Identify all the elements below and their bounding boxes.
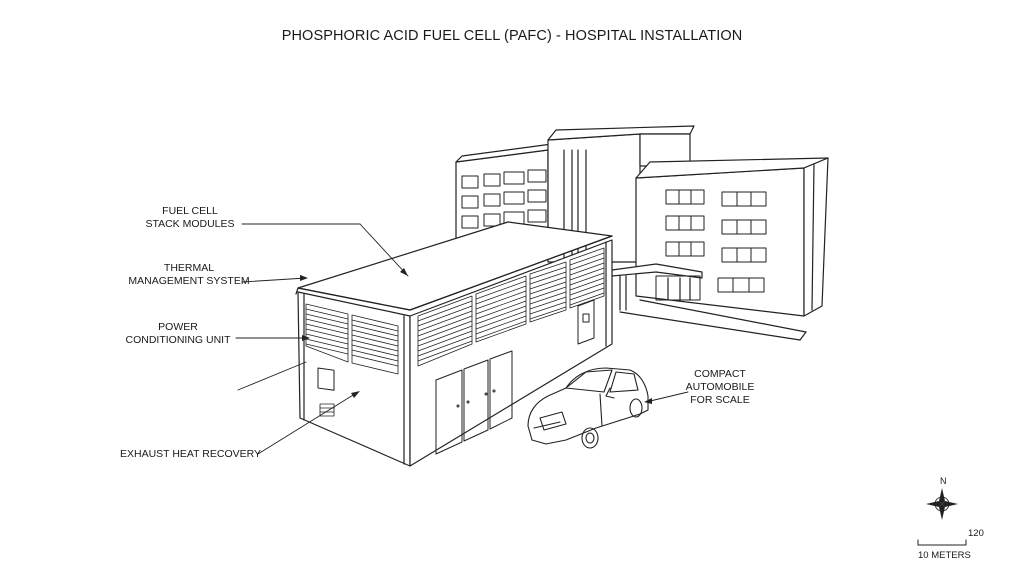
louvre-slat (569, 277, 605, 291)
louvre-slat (475, 280, 527, 300)
label-compact-automobile: COMPACT AUTOMOBILE FOR SCALE (680, 368, 760, 407)
louvre-slat (529, 286, 567, 300)
label-line: AUTOMOBILE (685, 381, 755, 393)
louvre-slat (417, 330, 473, 352)
louvre-slat (475, 290, 527, 310)
louvre-slat (475, 315, 527, 335)
label-line: COMPACT (694, 368, 746, 380)
label-line: CONDITIONING UNIT (125, 334, 231, 346)
scale-bar (917, 539, 967, 546)
label-line: MANAGEMENT SYSTEM (128, 275, 250, 287)
louvre-slat (569, 267, 605, 281)
louvre-slat (529, 266, 567, 280)
louvre-slat (529, 271, 567, 285)
scale-number: 120 (968, 528, 984, 539)
louvre-slat (569, 282, 605, 296)
label-line: STACK MODULES (145, 218, 235, 230)
label-fuel-cell-stack-modules: FUEL CELL STACK MODULES (140, 205, 240, 231)
louvre-slat (569, 272, 605, 286)
louvre-slat (529, 306, 567, 320)
compass-north-label: N (940, 476, 947, 486)
label-line: EXHAUST HEAT RECOVERY (120, 448, 262, 460)
louvre-slat (529, 296, 567, 310)
label-thermal-management-system: THERMAL MANAGEMENT SYSTEM (114, 262, 264, 288)
louvre-slat (417, 300, 473, 322)
louvre-slat (569, 292, 605, 306)
louvre-slat (475, 305, 527, 325)
louvre-slat (417, 315, 473, 337)
label-power-conditioning-unit: POWER CONDITIONING UNIT (118, 321, 238, 347)
label-line: FUEL CELL (162, 205, 218, 217)
louvre-slat (569, 262, 605, 276)
louvre-slat (475, 295, 527, 315)
louvre-slat (569, 252, 605, 266)
louvre-slat (417, 310, 473, 332)
hospital-building (455, 125, 829, 341)
louvre-slat (529, 276, 567, 290)
louvre-slat (475, 320, 527, 340)
compass-rose (926, 488, 958, 520)
louvre-slat (529, 291, 567, 305)
louvre-slat (417, 305, 473, 327)
louvre-slat (475, 310, 527, 330)
louvre-slat (569, 287, 605, 301)
louvre-slat (417, 335, 473, 357)
louvre-slat (475, 300, 527, 320)
fuel-cell-container (295, 221, 613, 467)
label-line: POWER (158, 321, 198, 333)
louvre-slat (417, 340, 473, 362)
diagram-title: PHOSPHORIC ACID FUEL CELL (PAFC) - HOSPI… (281, 28, 743, 44)
label-line: THERMAL (163, 262, 215, 274)
louvre-slat (417, 325, 473, 347)
louvre-slat (529, 281, 567, 295)
louvre-slat (529, 301, 567, 315)
louvre-slat (417, 320, 473, 342)
label-line: FOR SCALE (690, 394, 750, 406)
louvre-slat (569, 257, 605, 271)
label-exhaust-heat-recovery: EXHAUST HEAT RECOVERY (120, 448, 262, 461)
louvre-slat (475, 285, 527, 305)
leader-lines (235, 223, 689, 455)
scale-label: 10 METERS (918, 550, 971, 561)
